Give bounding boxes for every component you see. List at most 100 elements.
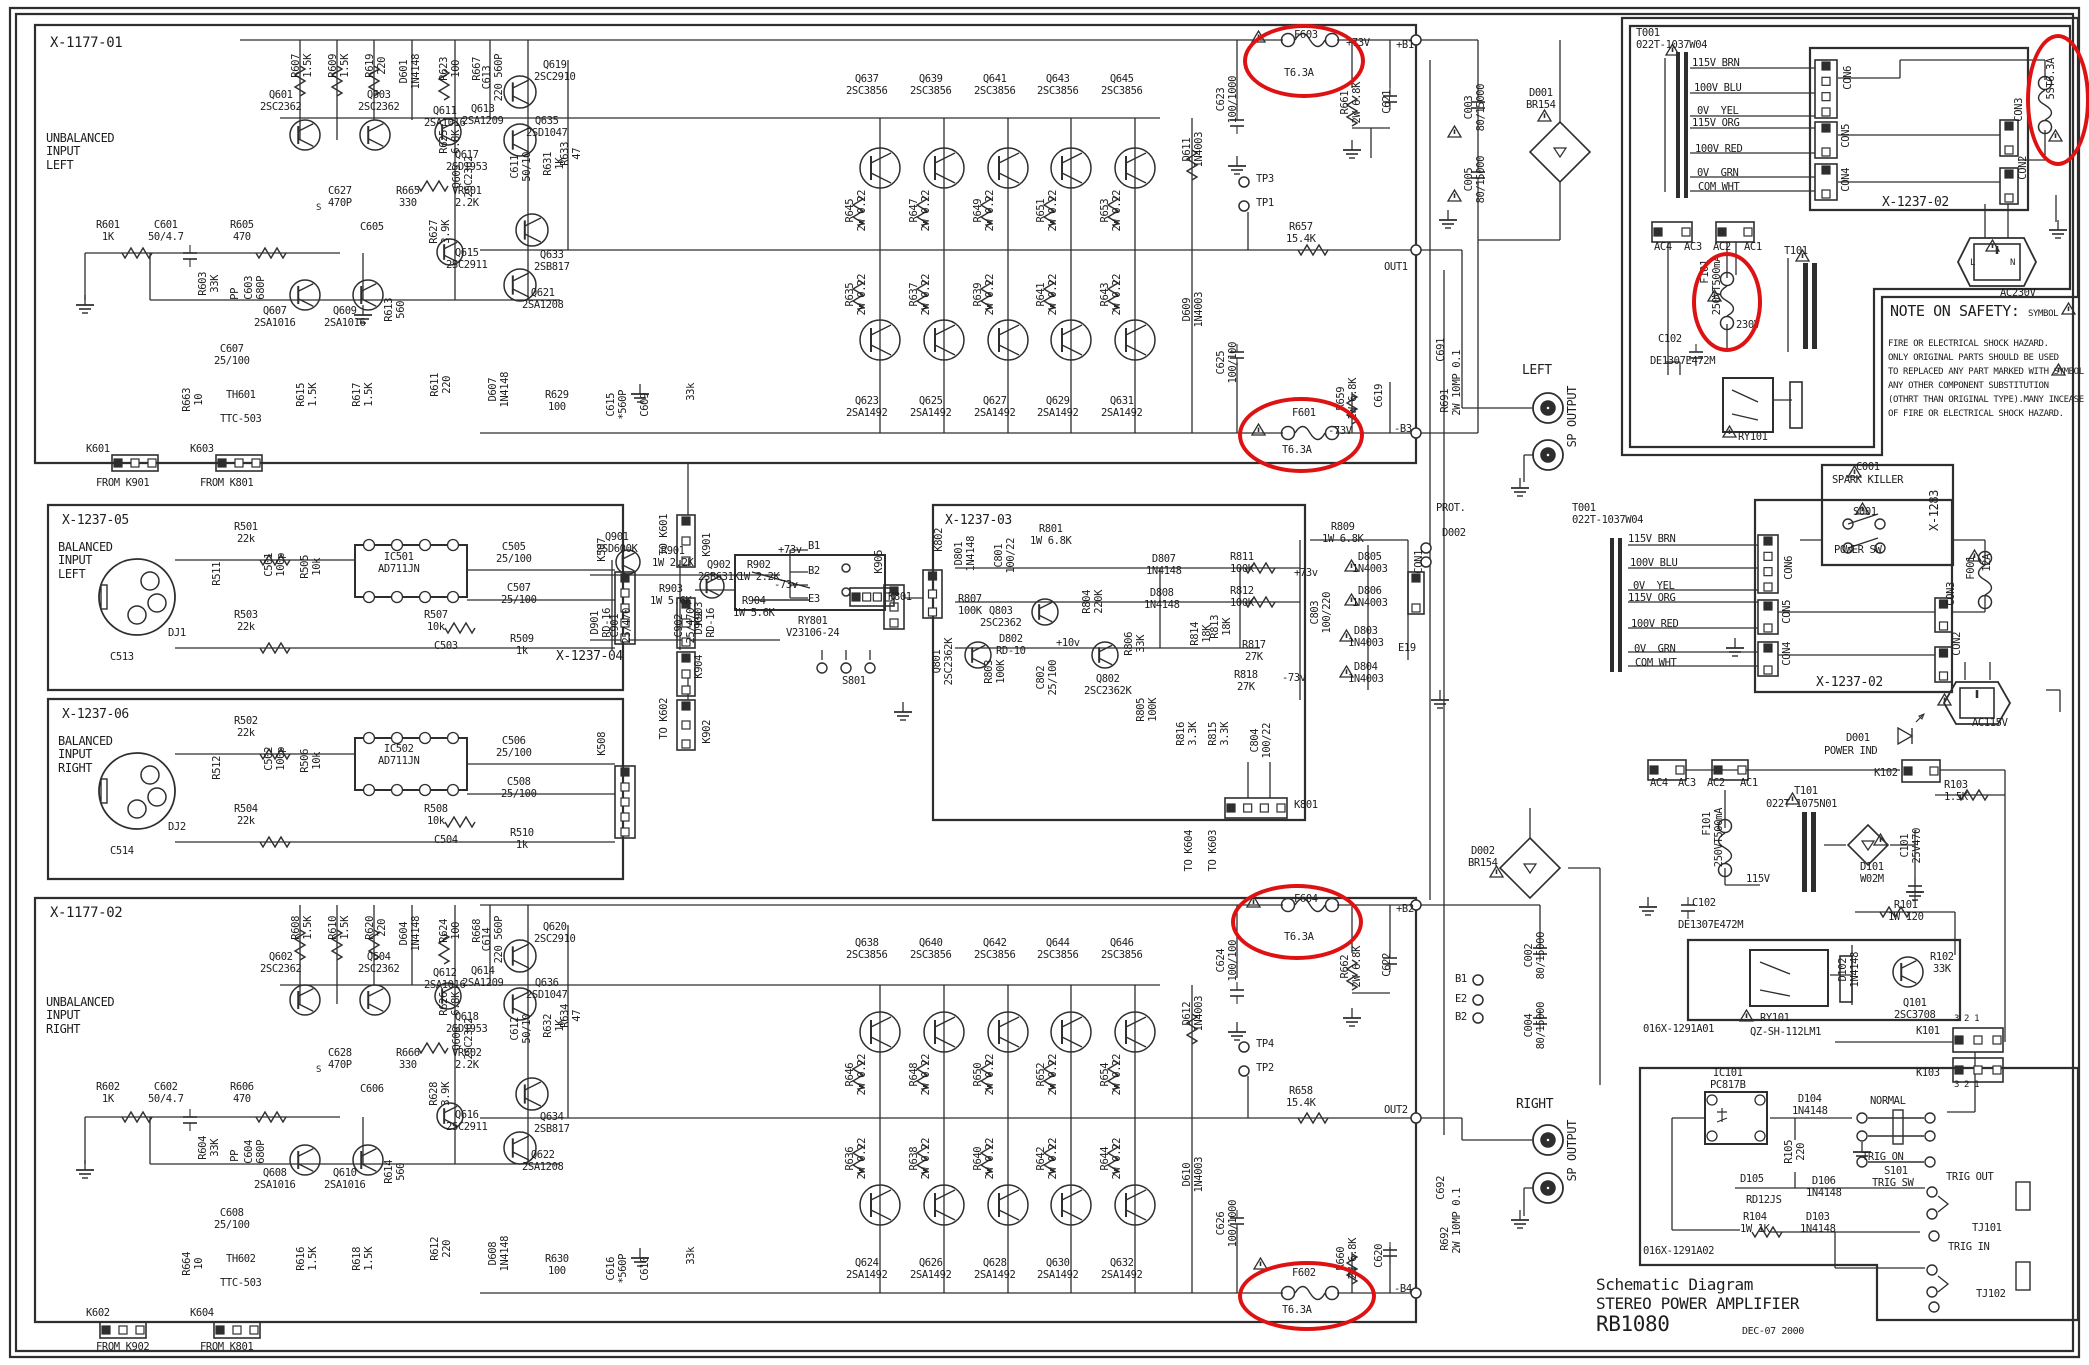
label-c615: C615 *560P (605, 390, 629, 420)
label-con6: CON6 (1783, 556, 1795, 580)
label-d002: D002 (1442, 527, 1466, 539)
label--73v: +73v (1294, 567, 1318, 579)
label-ry101: RY101 (1760, 1012, 1790, 1024)
label-t6-3a: T6.3A (1284, 931, 1314, 943)
label-k801: K801 (888, 591, 912, 603)
label-tp3: TP3 (1256, 173, 1274, 185)
label-c003: C003 80/15000 (1463, 84, 1487, 132)
label-c507: C507 25/100 (501, 582, 537, 606)
label-con5: CON5 (1781, 600, 1793, 624)
label-q101: Q101 2SC3708 (1894, 997, 1936, 1021)
label-symbol: SYMBOL (2028, 309, 2059, 319)
label-r811: R811 100K (1230, 551, 1254, 575)
label-f101: F101 (1701, 812, 1713, 836)
label-unbalanced: UNBALANCED INPUT RIGHT (46, 995, 115, 1036)
label-q609: Q609 2SA1016 (324, 305, 366, 329)
label-d105: D105 (1740, 1173, 1764, 1185)
label-stereo-power-amplifier: STEREO POWER AMPLIFIER (1596, 1294, 1800, 1313)
label--b1: +B1 (1396, 39, 1414, 51)
label-x-1237-03: X-1237-03 (945, 513, 1012, 528)
label-con4: CON4 (1781, 642, 1793, 666)
label-q641: Q641 2SC3856 (974, 73, 1016, 97)
label-c002: C002 80/15000 (1523, 932, 1547, 980)
label-r512: R512 (211, 756, 223, 780)
label-q633: Q633 2SB817 (534, 249, 570, 273)
label-k802: K802 (933, 528, 945, 552)
label-q623: Q623 2SA1492 (846, 395, 888, 419)
label-r610: R610 1.5K (327, 916, 351, 940)
label-0v-yel: 0V YEL (1633, 580, 1675, 592)
label-b2: B2 (1455, 1011, 1467, 1023)
label-r659: R659 2W 6.8K (1335, 378, 1359, 420)
label-x-1283: X-1283 (1927, 490, 1941, 531)
label-to-replaced-any-part-marked-with-symbol: TO REPLACED ANY PART MARKED WITH SYMBOL (1888, 367, 2084, 377)
label-d902: D902 RD-16 (693, 608, 717, 638)
label-3-2-1: 3 2 1 (1954, 1080, 1980, 1090)
label-r903: R903 1W 5.6K (650, 583, 692, 607)
label-from-k801: FROM K801 (200, 477, 254, 489)
label-q635: Q635 2SD1047 (526, 115, 568, 139)
label-r635: R635 2W 0.22 (844, 274, 868, 316)
label-x-1237-05: X-1237-05 (62, 513, 129, 528)
label-t6-3a: T6.3A (1284, 67, 1314, 79)
label-k102: K102 (1874, 767, 1898, 779)
label-mp-0-1: MP 0.1 (1451, 350, 1463, 386)
label--b4: -B4 (1394, 1283, 1412, 1295)
label-q615: Q615 2SC2911 (446, 247, 488, 271)
label--b2: +B2 (1396, 903, 1414, 915)
label-x-1177-01: X-1177-01 (50, 35, 123, 51)
label-out2: OUT2 (1384, 1104, 1408, 1116)
label-r104: R104 1W 1K (1740, 1211, 1770, 1235)
label-ac3: AC3 (1684, 241, 1702, 253)
label-d601: D601 1N4148 (398, 54, 422, 90)
label-q640: Q640 2SC3856 (910, 937, 952, 961)
label-r662: R662 2W 6.8K (1339, 946, 1363, 988)
label-c606: C606 (360, 1083, 384, 1095)
label-balanced: BALANCED INPUT RIGHT (58, 734, 113, 775)
label-q802: Q802 2SC2362K (1084, 673, 1132, 697)
label-n: N (2010, 258, 2016, 268)
label-r660: R660 2W 6.8K (1335, 1238, 1359, 1280)
label-r504: R504 22k (234, 803, 258, 827)
label-016x-1291a02: 016X-1291A02 (1643, 1245, 1715, 1257)
label-100v-blu: 100V BLU (1630, 557, 1678, 569)
label-t6-3a: T6.3A (1282, 444, 1312, 456)
label-spark-killer: SPARK KILLER (1832, 474, 1904, 486)
label-out1: OUT1 (1384, 261, 1408, 273)
label-q626: Q626 2SA1492 (910, 1257, 952, 1281)
label-250vt500ma: 250VT500mA (1713, 808, 1725, 868)
label-115v-brn: 115V BRN (1628, 533, 1676, 545)
label-r609: R609 1.5K (327, 54, 351, 78)
label-f601: F601 (1292, 407, 1316, 419)
label-d611: D611 1N4003 (1181, 132, 1205, 168)
label-q629: Q629 2SA1492 (1037, 395, 1079, 419)
label-r643: R643 2W 0.22 (1099, 274, 1123, 316)
label-r665: R665 330 (396, 185, 420, 209)
label-r648: R648 2W 0.22 (908, 1054, 932, 1096)
label-r633: R633 47 (559, 142, 583, 166)
label-left: LEFT (1522, 363, 1552, 378)
label-r652: R652 2W 0.22 (1035, 1054, 1059, 1096)
label-balanced: BALANCED INPUT LEFT (58, 540, 113, 581)
label-con3: CON3 (1945, 582, 1957, 606)
label-q611: Q611 2SA1016 (424, 105, 466, 129)
label-r615: R615 1.5K (295, 383, 319, 407)
label-q801: Q801 2SC2362K (931, 638, 955, 686)
label-tj101: TJ101 (1972, 1222, 2002, 1234)
label-c622: C622 (1381, 953, 1393, 977)
label-c001: C001 (1856, 461, 1880, 473)
label-rd12js: RD12JS (1746, 1194, 1782, 1206)
label-d604: D604 1N4148 (398, 916, 422, 952)
label-d801: D801 1N4148 (953, 536, 977, 572)
label-c513: C513 (110, 651, 134, 663)
label-0v-grn: 0V GRN (1697, 167, 1739, 179)
label-r801: R801 1W 6.8K (1030, 523, 1072, 547)
label-r650: R650 2W 0.22 (972, 1054, 996, 1096)
label-q631: Q631 2SA1492 (1101, 395, 1143, 419)
label-q642: Q642 2SC3856 (974, 937, 1016, 961)
label--10v: +10v (1056, 637, 1080, 649)
label-d610: D610 1N4003 (1181, 1157, 1205, 1193)
label-c102: C102 (1658, 333, 1682, 345)
label-d103: D103 1N4148 (1800, 1211, 1836, 1235)
label-c901: C901 25/470 (609, 608, 633, 644)
